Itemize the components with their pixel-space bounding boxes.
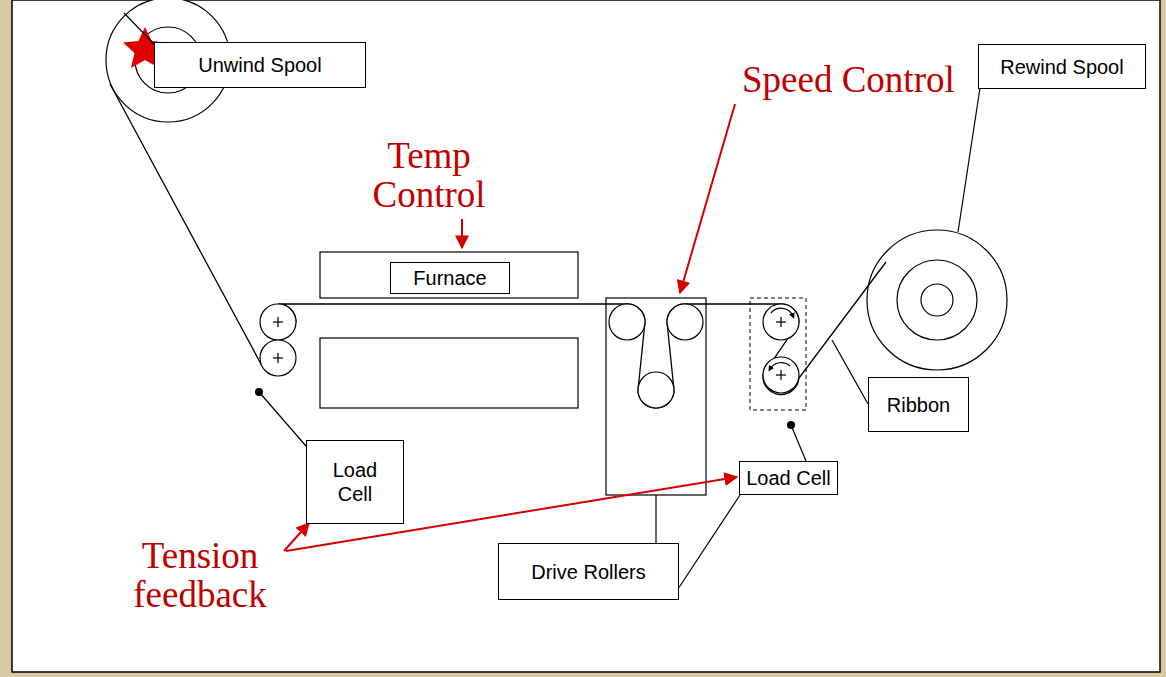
- label-box: Furnace: [390, 262, 510, 294]
- box-label: Unwind Spool: [198, 53, 321, 77]
- leader-line: [958, 88, 980, 232]
- label-box: Unwind Spool: [154, 42, 366, 88]
- callout-arrow: [284, 104, 737, 551]
- box-label: Furnace: [413, 266, 486, 290]
- tension-roller: [763, 304, 799, 393]
- leader-line: [124, 13, 154, 44]
- box-label: Rewind Spool: [1000, 55, 1123, 79]
- box-label: Load Cell: [325, 458, 385, 506]
- label-box: Drive Rollers: [498, 543, 679, 600]
- box-label: Drive Rollers: [531, 560, 645, 584]
- callout-text: Temp Control: [362, 136, 496, 214]
- drive-frame: [606, 298, 706, 495]
- connector-line: [679, 495, 740, 587]
- box-label: Load Cell: [746, 466, 831, 490]
- leader-line: [655, 495, 656, 543]
- guide-roller: [260, 304, 296, 376]
- furnace-lower: [320, 338, 578, 408]
- leader-line: [832, 340, 868, 404]
- label-box: Load Cell: [306, 440, 404, 524]
- drive-roller: [609, 304, 703, 408]
- furnace-upper: [320, 252, 578, 298]
- label-box: Rewind Spool: [978, 44, 1146, 89]
- rewind-spool: [867, 230, 1007, 370]
- label-box: Load Cell: [739, 461, 838, 495]
- ribbon-path: [110, 84, 886, 408]
- leader-line: [259, 392, 306, 446]
- callout-text: Speed Control: [742, 60, 955, 99]
- leader-line: [791, 425, 806, 461]
- dashed-frame: [750, 298, 806, 410]
- callout-text: Tension feedback: [122, 536, 278, 614]
- box-label: Ribbon: [887, 393, 950, 417]
- label-box: Ribbon: [868, 377, 969, 432]
